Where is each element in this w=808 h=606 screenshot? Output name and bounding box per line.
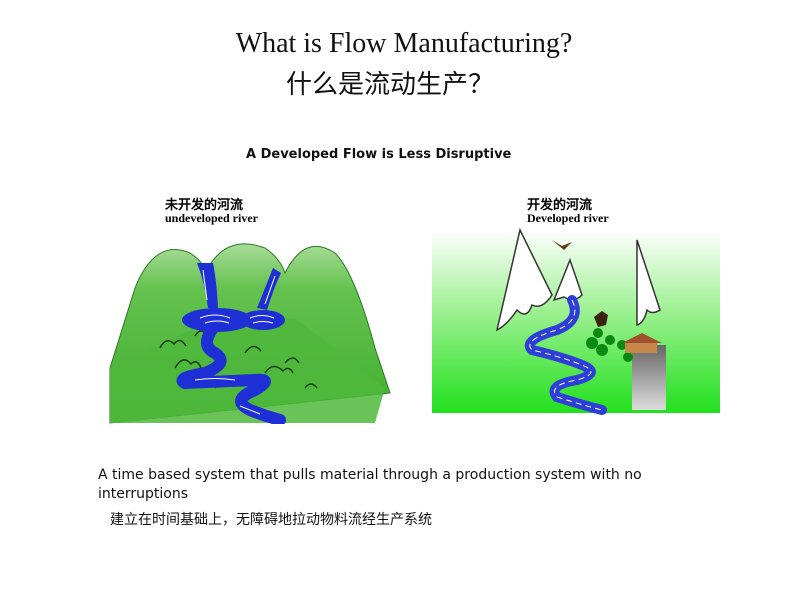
description-zh: 建立在时间基础上，无障碍地拉动物料流经生产系统 bbox=[110, 512, 432, 528]
developed-river-label-zh: 开发的河流 bbox=[527, 198, 593, 213]
undeveloped-river-illustration bbox=[109, 243, 391, 424]
undeveloped-river-label-en: undeveloped river bbox=[165, 211, 258, 225]
developed-river-label-en: Developed river bbox=[527, 211, 609, 225]
slide-subtitle: A Developed Flow is Less Disruptive bbox=[246, 147, 512, 162]
developed-river-illustration bbox=[432, 227, 720, 415]
undeveloped-river-label-zh: 未开发的河流 bbox=[165, 198, 244, 213]
slide-title-en: What is Flow Manufacturing? bbox=[235, 28, 573, 59]
description-en: A time based system that pulls material … bbox=[98, 467, 642, 502]
slide-title-zh: 什么是流动生产？ bbox=[286, 70, 495, 100]
